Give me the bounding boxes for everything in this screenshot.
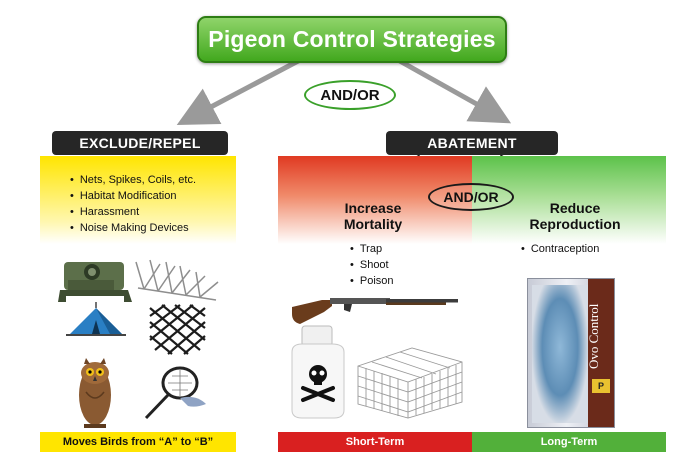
- reduce-list: Contraception: [521, 241, 600, 257]
- exclude-item: Noise Making Devices: [70, 220, 196, 236]
- reduce-reproduction-heading: Reduce Reproduction: [510, 200, 640, 232]
- product-brand-line2: Control: [586, 303, 601, 344]
- increase-item: Poison: [350, 273, 394, 289]
- increase-heading-line1: Increase: [344, 200, 402, 216]
- bird-spikes-icon: [135, 259, 219, 301]
- long-term-footer: Long-Term: [472, 432, 666, 452]
- tent-icon: [66, 302, 126, 336]
- noise-device-icon: [58, 262, 132, 302]
- and-or-mid: AND/OR: [428, 183, 514, 211]
- owl-decoy-icon: [79, 358, 111, 428]
- ovocontrol-product: Ovo Control P: [527, 278, 615, 428]
- poison-bottle-icon: [291, 325, 345, 419]
- pigeon-image: [532, 285, 588, 423]
- shotgun-icon: [292, 298, 458, 324]
- arrow-to-exclude: [176, 57, 302, 125]
- exclude-footer: Moves Birds from “A” to “B”: [40, 432, 236, 452]
- exclude-item: Harassment: [70, 204, 196, 220]
- main-title: Pigeon Control Strategies: [197, 16, 507, 63]
- exclude-list: Nets, Spikes, Coils, etc. Habitat Modifi…: [70, 172, 196, 236]
- increase-list: Trap Shoot Poison: [350, 241, 394, 289]
- arrow-to-abatement: [396, 57, 512, 124]
- increase-item: Shoot: [350, 257, 394, 273]
- cage-trap-icon: [357, 347, 463, 419]
- increase-heading-line2: Mortality: [343, 216, 403, 232]
- bird-netting-icon: [149, 304, 206, 355]
- racket-bird-icon: [144, 366, 206, 420]
- product-side-strip: [588, 279, 614, 427]
- exclude-item: Nets, Spikes, Coils, etc.: [70, 172, 196, 188]
- reduce-heading-line2: Reproduction: [529, 216, 621, 232]
- increase-mortality-heading: Increase Mortality: [318, 200, 428, 232]
- product-brand: Ovo Control: [586, 301, 615, 371]
- increase-item: Trap: [350, 241, 394, 257]
- and-or-top: AND/OR: [304, 80, 396, 110]
- short-term-footer: Short-Term: [278, 432, 472, 452]
- product-brand-line1: Ovo: [586, 346, 601, 369]
- exclude-item: Habitat Modification: [70, 188, 196, 204]
- reduce-heading-line1: Reduce: [549, 200, 601, 216]
- abatement-label: ABATEMENT: [386, 131, 558, 155]
- product-badge: P: [592, 379, 610, 393]
- reduce-item: Contraception: [521, 241, 600, 257]
- exclude-repel-label: EXCLUDE/REPEL: [52, 131, 228, 155]
